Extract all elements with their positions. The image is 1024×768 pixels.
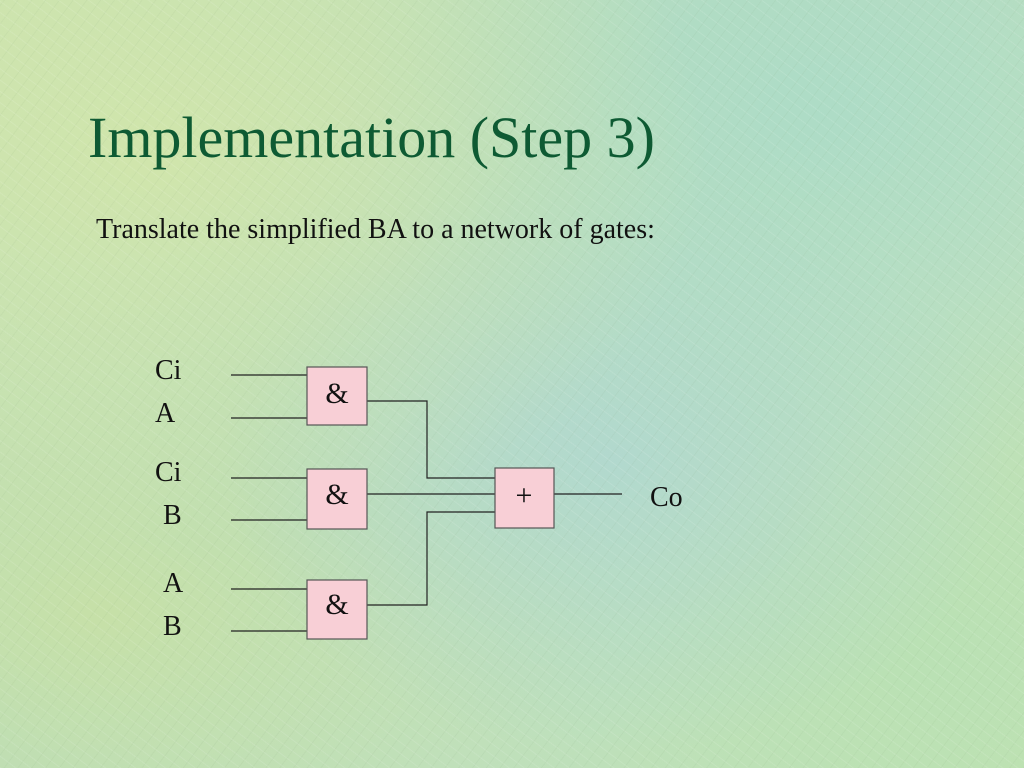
and-gate-3-symbol: & — [325, 588, 348, 621]
or-gate-symbol: + — [516, 479, 533, 512]
and-gate-2-symbol: & — [325, 478, 348, 511]
and-gate-3-input-2-label: B — [163, 611, 182, 642]
and-gate-2-input-2-label: B — [163, 500, 182, 531]
slide-title: Implementation (Step 3) — [88, 105, 655, 170]
slide-subtitle: Translate the simplified BA to a network… — [96, 214, 655, 245]
and-gate-2 — [306, 468, 368, 530]
and-gate-1-input-2-label: A — [155, 398, 176, 429]
and-gate-1 — [306, 366, 368, 426]
output-label: Co — [650, 482, 683, 513]
and-gate-2-input-1-label: Ci — [155, 457, 182, 488]
wire-and3-to-or — [367, 511, 495, 606]
wire-and1-to-or — [367, 400, 495, 479]
and-gate-3 — [306, 579, 368, 640]
and-gate-1-input-1-label: Ci — [155, 355, 182, 386]
and-gate-3-input-1-label: A — [163, 568, 184, 599]
and-gate-1-symbol: & — [325, 377, 348, 410]
or-gate — [494, 467, 555, 529]
